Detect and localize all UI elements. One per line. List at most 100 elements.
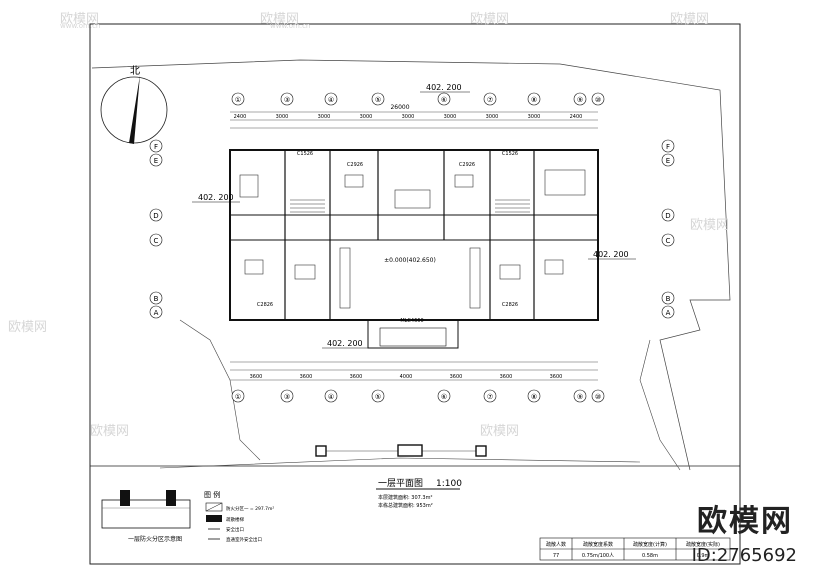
dimension-label: 3600	[350, 374, 363, 380]
axis-bubble: ⑥	[437, 92, 451, 106]
dimension-label: 2400	[234, 114, 247, 120]
axis-label: ③	[284, 393, 290, 401]
watermark-url: www.om.cn	[270, 22, 311, 30]
dimension-label: 3000	[486, 114, 499, 120]
axis-bubble: ⑧	[527, 389, 541, 403]
watermark: 欧模网	[90, 424, 130, 439]
axis-bubbles-right: FE D C BA	[661, 139, 675, 319]
axis-bubble: ⑨	[573, 389, 587, 403]
axis-label: ④	[328, 393, 334, 401]
dimension-label: 3000	[528, 114, 541, 120]
site-boundary-right	[639, 339, 681, 471]
dimension-label: 2400	[570, 114, 583, 120]
fire-zone-diagram: 一层防火分区示意图	[101, 490, 191, 543]
axis-label: ⑧	[531, 393, 537, 401]
axis-bubble: ⑥	[437, 389, 451, 403]
north-arrow: 北	[100, 65, 168, 144]
plan-scale: 1:100	[436, 479, 462, 489]
table-cell: 77	[553, 553, 559, 559]
fire-zone-caption: 一层防火分区示意图	[128, 535, 182, 543]
dimension-label: 3000	[360, 114, 373, 120]
axis-label: D	[665, 212, 670, 220]
axis-bubble: ①	[231, 92, 245, 106]
site-boundary	[91, 59, 731, 471]
table-header: 疏散宽度(计算)	[633, 541, 667, 548]
legend-item: 直通室外安全出口	[226, 536, 262, 543]
dimension-label: 3600	[450, 374, 463, 380]
axis-bubble: C	[661, 233, 675, 247]
axis-bubble: ⑦	[483, 389, 497, 403]
watermark: 欧模网	[60, 12, 100, 27]
axis-label: ③	[284, 96, 290, 104]
watermark: 欧模网	[260, 12, 300, 27]
axis-label: D	[153, 212, 158, 220]
table-header: 疏散宽度(实际)	[686, 541, 720, 548]
legend-item: 安全出口	[226, 526, 244, 533]
axis-label: A	[666, 309, 671, 317]
axis-label: F	[666, 143, 670, 151]
model-id: ID:2765692	[691, 545, 797, 566]
watermark: 欧模网	[480, 424, 520, 439]
axis-bubble: A	[661, 305, 675, 319]
axis-bubble: ⑩	[591, 92, 605, 106]
axis-bubble: F	[661, 139, 675, 153]
elevation-tags: 402. 200 402. 200 402. 200 402. 200	[192, 83, 636, 349]
axis-bubble: ⑤	[371, 389, 385, 403]
axis-label: B	[666, 295, 671, 303]
dimension-label: 4000	[400, 374, 413, 380]
axis-bubble: B	[149, 291, 163, 305]
axis-bubble: ⑦	[483, 92, 497, 106]
axis-label: ①	[235, 393, 241, 401]
dimension-label: 3600	[500, 374, 513, 380]
axis-label: ⑧	[531, 96, 537, 104]
elevation-tag: 402. 200	[593, 250, 629, 259]
axis-label: ⑨	[577, 393, 583, 401]
window-label: C2826	[257, 302, 273, 308]
window-label: C1526	[502, 151, 518, 157]
elevation-tag: 402. 200	[426, 83, 462, 92]
floor-elevation: ±0.000(402.650)	[384, 257, 436, 264]
axis-bubble: ⑩	[591, 389, 605, 403]
axis-bubble: ⑧	[527, 92, 541, 106]
axis-label: ⑦	[487, 96, 493, 104]
bottom-dimensions	[230, 361, 598, 381]
axis-bubble: ③	[280, 92, 294, 106]
axis-bubble: ④	[324, 389, 338, 403]
table-cell: 0.58m	[642, 553, 658, 559]
axis-label: B	[154, 295, 159, 303]
window-label: C2826	[502, 302, 518, 308]
road-line	[159, 457, 641, 469]
axis-bubble: D	[661, 208, 675, 222]
dimension-label: 3600	[250, 374, 263, 380]
axis-label: F	[154, 143, 158, 151]
axis-bubble: D	[149, 208, 163, 222]
top-dimensions	[230, 111, 598, 129]
dimension-label: 3000	[444, 114, 457, 120]
table-cell: 0.9m	[697, 553, 710, 559]
axis-label: ⑤	[375, 96, 381, 104]
axis-bubble: B	[661, 291, 675, 305]
axis-label: ④	[328, 96, 334, 104]
axis-label: ⑤	[375, 393, 381, 401]
site-markers	[315, 444, 487, 457]
building-walls	[229, 149, 599, 349]
axis-label: ⑦	[487, 393, 493, 401]
brand-watermark: 欧模网	[697, 504, 793, 539]
watermark-url: www.om.cn	[60, 22, 101, 30]
area-note: 本层建筑面积: 307.3m²	[378, 494, 432, 501]
axis-bubble: F	[149, 139, 163, 153]
axis-bubble: A	[149, 305, 163, 319]
north-label: 北	[130, 65, 140, 77]
watermark: 欧模网	[690, 218, 730, 233]
watermark: 欧模网	[470, 12, 510, 27]
area-note: 本栋总建筑面积: 953m²	[378, 502, 433, 509]
legend: 图 例 防火分区一 = 297.7m² 疏散楼梯 安全出口 直通室外安全出口	[204, 490, 274, 543]
axis-label: E	[666, 157, 670, 165]
